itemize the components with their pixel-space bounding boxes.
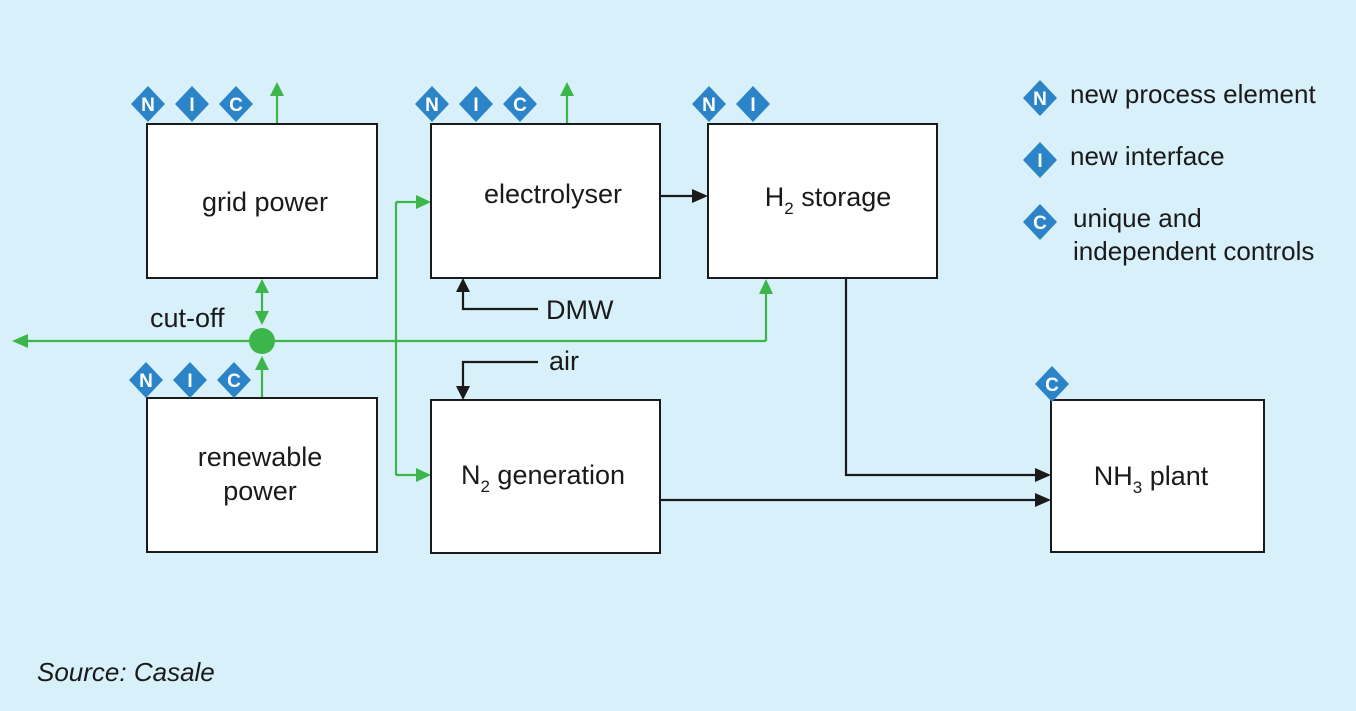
svg-text:N: N: [139, 371, 153, 392]
nh3-plant-label: NH3 plant: [1094, 461, 1209, 497]
legend-badge-c: C: [1023, 204, 1057, 240]
legend-c-text-line1: unique and: [1073, 203, 1202, 233]
legend-badge-i: I: [1023, 142, 1057, 178]
renewable-power-box: renewable power: [146, 397, 378, 553]
nh3-plant-badge-c: C: [1035, 366, 1069, 402]
n2-generation-box: N2 generation: [430, 399, 661, 554]
grid-output-arrow: [270, 82, 284, 96]
renewable-power-label-line2: power: [223, 476, 297, 506]
electrolyser-feed-arrow: [416, 195, 431, 209]
h2-to-nh3-line: [844, 278, 1036, 477]
grid-power-badge-i: I: [175, 86, 209, 122]
renewable-power-label-line1: renewable: [198, 442, 323, 472]
dmw-arrow: [456, 278, 470, 292]
h2-storage-label: H2 storage: [765, 182, 892, 218]
export-arrow: [12, 334, 28, 348]
electrolyser-box: electrolyser: [430, 123, 661, 279]
renewable-badge-i: I: [173, 362, 207, 398]
h2-to-nh3-arrow: [1035, 468, 1051, 482]
svg-text:C: C: [1033, 213, 1047, 234]
svg-text:I: I: [473, 95, 478, 116]
svg-text:N: N: [1033, 89, 1047, 110]
legend-c-text-line2: independent controls: [1073, 236, 1314, 266]
svg-text:N: N: [425, 95, 439, 116]
legend-badge-n: N: [1023, 80, 1057, 116]
grid-power-badge-c: C: [219, 86, 253, 122]
cut-off-label: cut-off: [150, 303, 225, 333]
n2-feed-arrow: [416, 468, 431, 482]
grid-power-label: grid power: [202, 187, 328, 217]
electrolyser-badge-i: I: [459, 86, 493, 122]
svg-text:C: C: [513, 95, 527, 116]
h2-storage-badge-i: I: [736, 86, 770, 122]
svg-text:I: I: [1037, 151, 1042, 172]
n2-generation-label: N2 generation: [461, 460, 625, 496]
svg-text:I: I: [750, 95, 755, 116]
renewable-badge-n: N: [129, 362, 163, 398]
grid-power-badge-n: N: [131, 86, 165, 122]
dmw-line: [461, 290, 538, 311]
svg-text:N: N: [141, 95, 155, 116]
nh3-plant-box: NH3 plant: [1050, 399, 1265, 553]
h2-storage-badge-n: N: [692, 86, 726, 122]
grid-link-up-arrow: [255, 279, 269, 293]
electrolyser-badge-c: C: [503, 86, 537, 122]
svg-text:C: C: [1045, 375, 1059, 396]
dmw-label: DMW: [546, 295, 614, 325]
legend-i-text: new interface: [1070, 141, 1225, 171]
electrolyser-badge-n: N: [415, 86, 449, 122]
svg-text:C: C: [227, 371, 241, 392]
h2-storage-feed-arrow: [759, 279, 773, 294]
cut-off-node: [249, 328, 275, 354]
electrolyser-label: electrolyser: [484, 179, 622, 209]
h2-storage-box: H2 storage: [707, 123, 938, 279]
air-label: air: [549, 346, 579, 376]
svg-text:I: I: [189, 95, 194, 116]
source-caption: Source: Casale: [37, 657, 215, 687]
grid-power-box: grid power: [146, 123, 378, 279]
air-line: [461, 360, 538, 387]
svg-text:I: I: [187, 371, 192, 392]
n2-to-nh3-arrow: [1035, 493, 1051, 507]
legend-n-text: new process element: [1070, 79, 1316, 109]
svg-text:N: N: [702, 95, 716, 116]
renewable-badge-c: C: [217, 362, 251, 398]
legend: N new process element I new interface C …: [1023, 79, 1316, 266]
electrolyser-output-arrow: [560, 82, 574, 96]
svg-text:C: C: [229, 95, 243, 116]
grid-link-down-arrow: [255, 311, 269, 325]
air-arrow: [456, 386, 470, 400]
renewable-link-arrow: [255, 356, 269, 370]
h2-flow-arrow: [692, 189, 708, 203]
